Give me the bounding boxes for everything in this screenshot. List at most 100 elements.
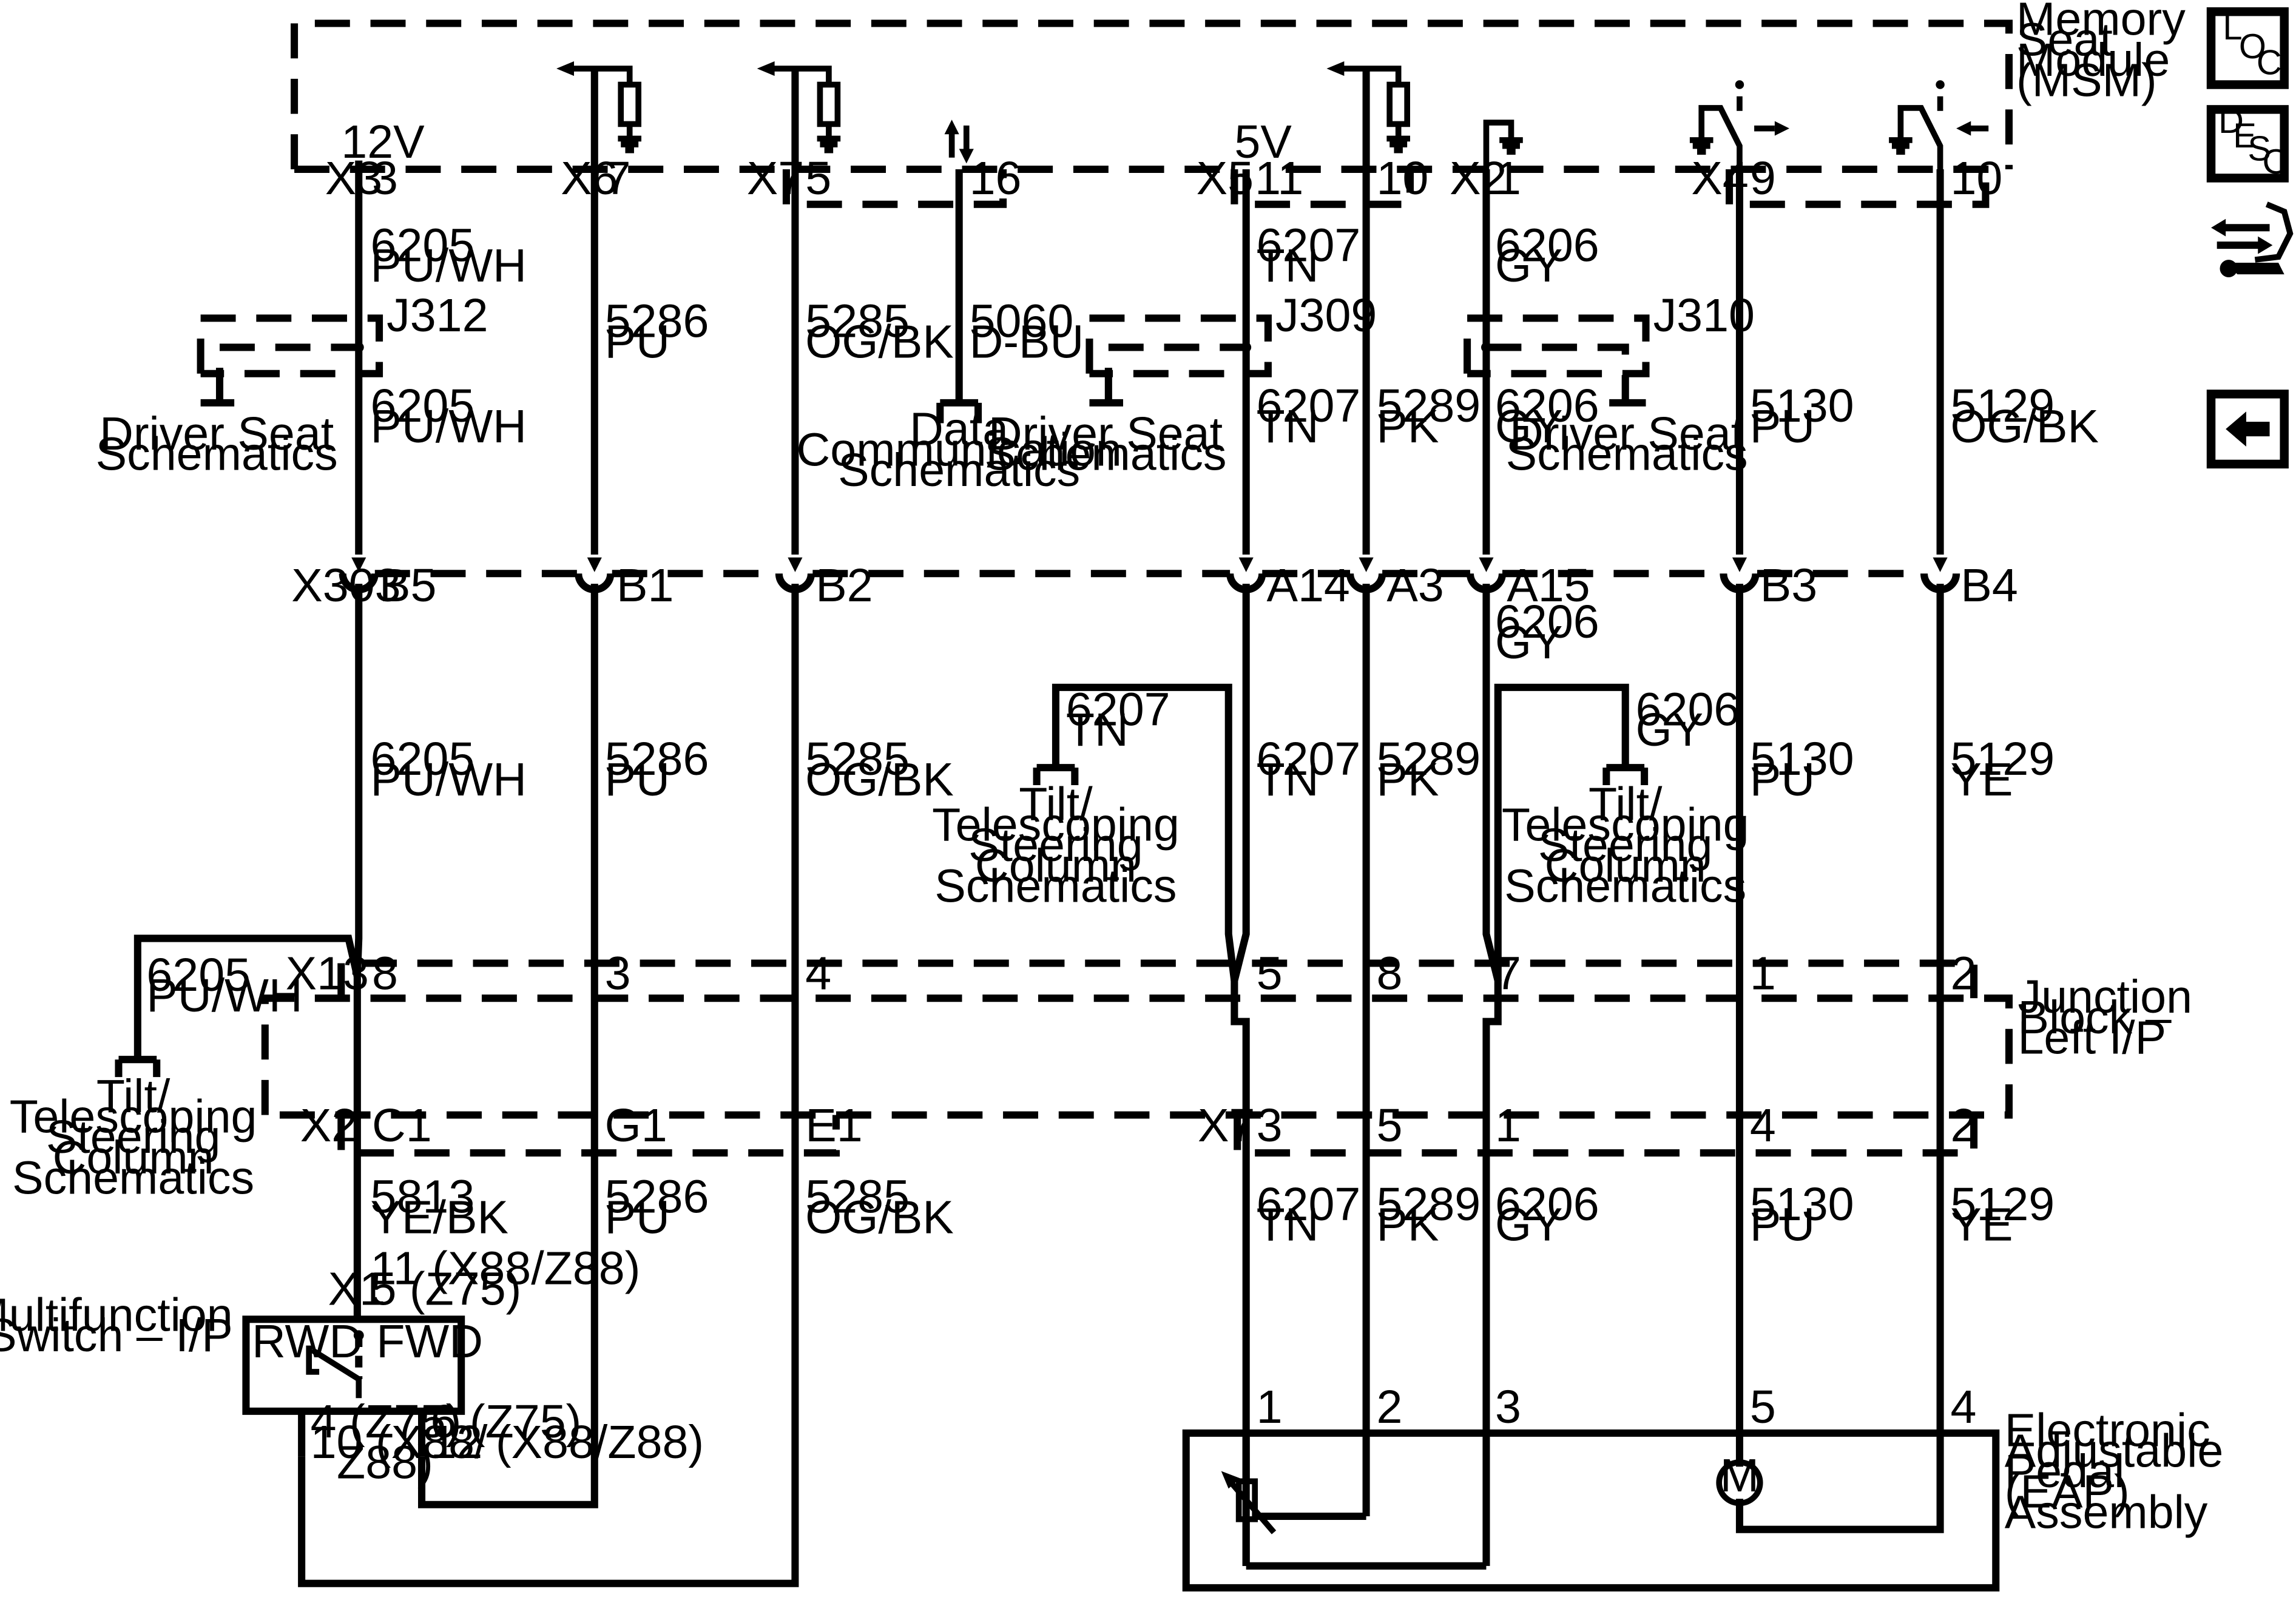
driver-seat-schematics-ref: Driver Seat	[1510, 408, 1744, 460]
data-comm-ref-line: Schematics	[838, 444, 1080, 496]
wire-number: 5289	[1376, 380, 1481, 432]
output-driver-x6-7	[556, 61, 642, 154]
pin-label: 7	[1495, 948, 1521, 1000]
eap-name: Electronic	[2005, 1405, 2210, 1457]
module-name-line: Seat	[2016, 14, 2113, 66]
pin-label: B3	[1760, 559, 1817, 612]
wire-color: PU	[605, 754, 670, 806]
desc-button[interactable]: D E S C	[2206, 102, 2289, 183]
eap-assembly: Electronic Adjustable Pedal (EAP) Assemb…	[1182, 1381, 2224, 1592]
wire-color: PU/WH	[371, 400, 527, 453]
tilt-ref-line: Telescoping	[932, 799, 1180, 851]
tilt-ref-line: Tilt/	[1589, 778, 1663, 831]
wire-color: PU	[605, 316, 670, 368]
splice-j310: J310 Driver Seat Schematics	[1464, 289, 1755, 480]
wire-number: 5289	[1376, 1178, 1481, 1230]
data-comm-ref-line: Data	[910, 403, 1008, 456]
output-driver-x5-10	[1326, 61, 1410, 154]
pin-label: 8	[372, 948, 398, 1000]
pin-label: 4 (Z75)	[311, 1396, 462, 1448]
splice-label: J312	[387, 289, 488, 342]
wire-color: YE/BK	[371, 1192, 508, 1244]
connector-label: X3	[325, 152, 382, 204]
connector-label: X2	[1450, 152, 1507, 204]
eap-name: Pedal	[2005, 1445, 2124, 1497]
pin-label: B5	[379, 559, 436, 612]
pin-label: C1	[372, 1099, 432, 1152]
pin-label: 12 (X88/Z88)	[431, 1416, 704, 1468]
splice-j312: J312 Driver Seat Schematics	[96, 289, 488, 480]
connector-label: X303	[291, 559, 400, 612]
splice-j309: J309 Driver Seat Schematics	[984, 289, 1377, 480]
desc-letter: E	[2233, 116, 2257, 155]
pin-label: 11	[1255, 152, 1303, 204]
msm-connector-boxes	[782, 169, 1990, 208]
desc-letter: D	[2218, 102, 2244, 141]
wire-number: 6207	[1257, 380, 1361, 432]
wire-number: 6205	[371, 733, 475, 785]
wire-color: PU	[1750, 400, 1815, 453]
pin-label: 5	[1750, 1381, 1776, 1433]
fwd-label: FWD	[376, 1315, 483, 1368]
tilt-ref-line: Schematics	[12, 1152, 254, 1204]
pin-label: 8	[1376, 948, 1402, 1000]
wire-number: 5285	[805, 295, 910, 348]
wire-color: YE	[1950, 1199, 2013, 1251]
switch-x4-10	[1889, 80, 1989, 183]
pin-label: 3	[605, 948, 631, 1000]
wire-color: GY	[1495, 240, 1563, 292]
wire-number: 5285	[805, 733, 910, 785]
wire-number: 5286	[605, 1171, 709, 1223]
connector-label: X2	[300, 1099, 357, 1152]
wire-labels-mid: 6205 PU/WH 6207 TN 5289 PK 6206 GY 5130 …	[371, 380, 2099, 453]
wire-color: GY	[1495, 400, 1563, 453]
ground-reference-x2-1	[1483, 120, 1523, 183]
tilt-ref-line: Column	[53, 1132, 214, 1184]
eap-name: Adjustable	[2005, 1425, 2224, 1477]
output-driver-x7-5	[757, 61, 841, 154]
pin-label: G1	[605, 1099, 667, 1152]
pin-label: B1	[616, 559, 674, 612]
wire-color: OG/BK	[805, 1192, 954, 1244]
connector-label: X7	[1198, 1099, 1255, 1152]
wire-labels-lower: 6205 PU/WH 5286 PU 5285 OG/BK 6207 TN 52…	[371, 733, 2055, 806]
wire-labels-top: 6205 PU/WH 5286 PU 5285 OG/BK 5060 D-BU …	[371, 220, 1599, 368]
wire-number: 6207	[1066, 684, 1170, 736]
wire-number: 6205	[371, 220, 475, 272]
wire-number: 6206	[1495, 220, 1599, 272]
module-name-line: Memory	[2016, 0, 2186, 46]
loc-button[interactable]: L O C	[2206, 7, 2289, 89]
wire-number: 5130	[1750, 380, 1854, 432]
pin-label: 2	[1950, 1099, 1976, 1152]
wire-number: 5130	[1750, 1178, 1854, 1230]
pin-label: 1	[1257, 1381, 1283, 1433]
branch-6205-tilt: 6205 PU/WH Tilt/ Telescoping Steering Co…	[10, 934, 361, 1204]
back-button[interactable]	[2206, 390, 2289, 469]
wire-color: TN	[1257, 754, 1319, 806]
pin-label: 5	[805, 152, 831, 204]
pin-label: A14	[1266, 559, 1349, 612]
wire-color: TN	[1257, 1199, 1319, 1251]
wire-color: PK	[1376, 1199, 1439, 1251]
module-name-line: (MSM)	[2016, 55, 2157, 107]
data-comm-ref-line: Communication	[797, 424, 1122, 476]
wire-color: PU	[1750, 1199, 1815, 1251]
tilt-ref-line: Tilt/	[96, 1070, 171, 1122]
wire-color: GY	[1495, 1199, 1563, 1251]
wire-number: 6205	[146, 949, 251, 1001]
wire-number: 5129	[1950, 380, 2055, 432]
tilt-ref-line: Telescoping	[10, 1091, 257, 1143]
driver-seat-schematics-ref: Schematics	[96, 428, 338, 481]
branch-6207-tilt: 6207 TN Tilt/ Telescoping Steering Colum…	[932, 684, 1238, 982]
multifunction-switch-ip: Multifunction Switch – I/P X1 11 (X88/Z8…	[0, 1243, 704, 1489]
tilt-ref-line: Steering	[968, 819, 1143, 871]
pin-label: 11 (X88/Z88)	[371, 1243, 641, 1295]
wire-color: OG/BK	[805, 754, 954, 806]
splice-label: J310	[1653, 289, 1755, 342]
wire-color: PU/WH	[371, 240, 527, 292]
connector-repair-icon[interactable]	[2211, 201, 2294, 277]
wire-number: 5289	[1376, 733, 1481, 785]
pin-label: 5 (Z75)	[371, 1263, 522, 1315]
msm-connector-pins: X3 3 X6 7 X7 5 16 X5 11 10 X2 1 X4 9 10	[325, 152, 2003, 204]
